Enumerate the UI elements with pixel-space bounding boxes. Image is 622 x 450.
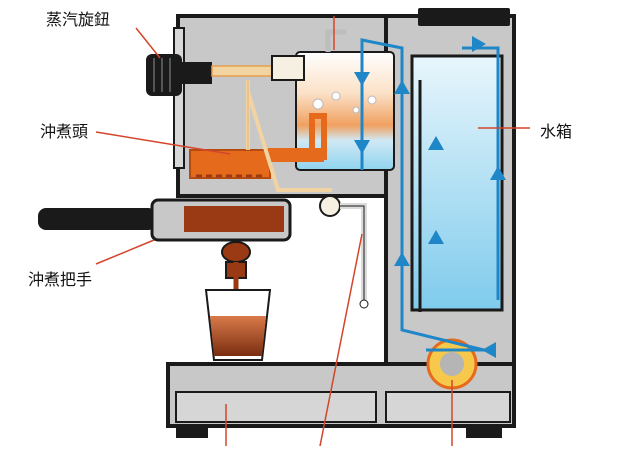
- pump-fitting: [319, 195, 341, 217]
- flow-arrow: [482, 342, 496, 358]
- callout-brew-head: [95, 131, 231, 155]
- flow-arrow: [394, 252, 410, 266]
- heating-element: [309, 113, 327, 160]
- flow-arrow: [490, 166, 506, 180]
- callout-steam-knob: [135, 27, 161, 59]
- foot-right: [466, 426, 502, 438]
- brew-head: [189, 149, 271, 179]
- portafilter-handle: [38, 208, 156, 230]
- label-brew-head: 沖煮頭: [40, 124, 89, 141]
- flow-arrow: [354, 72, 370, 86]
- label-steam-knob: 蒸汽旋鈕: [46, 12, 111, 29]
- cup-coffee: [210, 316, 266, 356]
- steam-valve: [271, 55, 305, 81]
- steam-knob: [146, 54, 182, 96]
- water-tank: [410, 54, 504, 312]
- boiler-top-pipe: [325, 29, 346, 52]
- flow-arrow: [428, 136, 444, 150]
- left-panel: [173, 27, 185, 169]
- flow-arrow: [354, 140, 370, 154]
- flow-arrow: [394, 80, 410, 94]
- steam-knob-shaft: [176, 62, 212, 84]
- foot-left: [176, 426, 208, 438]
- drip-tray: [175, 391, 377, 423]
- flow-arrow: [428, 230, 444, 244]
- coffee-grounds: [184, 206, 284, 232]
- label-portafilter: 沖煮把手: [28, 272, 93, 289]
- callout-steam-wand: [319, 233, 363, 447]
- brew-head-pipe: [268, 148, 324, 162]
- callout-portafilter: [95, 239, 155, 265]
- base-right-panel: [385, 391, 511, 423]
- label-water-tank: 水箱: [540, 124, 573, 141]
- flow-arrow: [472, 36, 486, 52]
- top-cap: [418, 8, 510, 26]
